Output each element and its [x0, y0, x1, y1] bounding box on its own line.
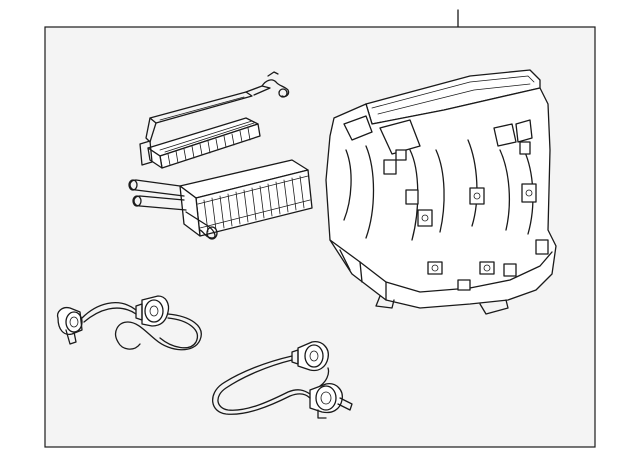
- hvac-case-assembly[interactable]: [325, 69, 557, 315]
- heater-core-large[interactable]: [128, 159, 313, 240]
- wire-harness-right[interactable]: [212, 341, 353, 419]
- wire-harness-left[interactable]: [56, 295, 202, 351]
- heater-core-small[interactable]: [139, 71, 290, 169]
